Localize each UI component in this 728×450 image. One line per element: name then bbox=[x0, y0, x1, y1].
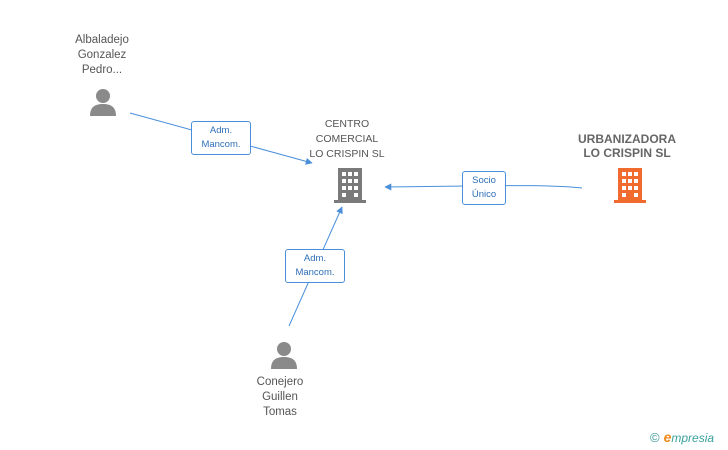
edge-label-socio-unico[interactable]: Socio Único bbox=[462, 171, 506, 205]
person-name-albaladejo[interactable]: Albaladejo Gonzalez Pedro... bbox=[75, 34, 129, 76]
building-icon[interactable] bbox=[614, 167, 646, 203]
person-icon[interactable] bbox=[89, 87, 117, 117]
building-icon[interactable] bbox=[334, 167, 366, 203]
person-name-conejero[interactable]: Conejero Guillen Tomas bbox=[256, 376, 304, 418]
copyright-icon: © bbox=[650, 430, 660, 445]
empresia-logo: ©empresia bbox=[650, 429, 715, 445]
person-icon[interactable] bbox=[270, 340, 298, 370]
edge-label-adm-mancom[interactable]: Adm. Mancom. bbox=[285, 249, 345, 283]
company-name-urbanizadora[interactable]: URBANIZADORA LO CRISPIN SL bbox=[578, 132, 676, 160]
edge-line-company-center bbox=[384, 183, 583, 191]
edge-label-adm-mancom[interactable]: Adm. Mancom. bbox=[191, 121, 251, 155]
company-name-centro-comercial[interactable]: CENTRO COMERCIAL LO CRISPIN SL bbox=[309, 118, 385, 160]
